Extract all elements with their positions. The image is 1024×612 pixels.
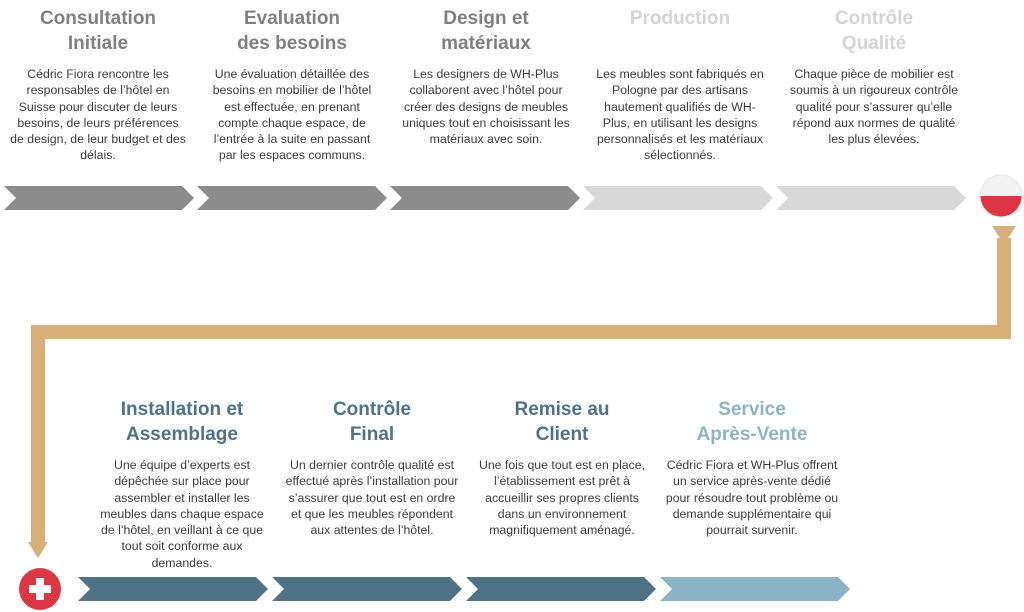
chevron-arrow-4 (660, 577, 850, 601)
bottom-arrow-row (78, 577, 850, 601)
chevron-arrow-3 (390, 186, 580, 210)
step-description: Chaque pièce de mobilier est soumis à un… (789, 67, 959, 147)
step-description: Cédric Fiora rencontre les responsables … (10, 67, 186, 163)
chevron-arrow-4 (583, 186, 773, 210)
chevron-arrow-1 (4, 186, 194, 210)
step-title: Production (629, 8, 731, 29)
connector-arrowhead-down (28, 542, 48, 558)
step-title: Remise au Client (514, 399, 610, 445)
step-title: Service Après-Vente (696, 399, 808, 445)
step-description: Les designers de WH-Plus collaborent ave… (402, 67, 570, 147)
chevron-arrow-2 (197, 186, 387, 210)
top-arrow-row (4, 186, 966, 210)
poland-flag-icon (979, 174, 1023, 218)
chevron-arrow-2 (272, 577, 462, 601)
step-title: Consultation Initiale (39, 8, 157, 54)
step-description: Une équipe d’experts est dépêchée sur pl… (100, 458, 264, 570)
step-title: Installation et Assemblage (120, 399, 244, 445)
chevron-arrow-3 (466, 577, 656, 601)
step-description: Une évaluation détaillée des besoins en … (212, 67, 372, 163)
bottom-step-2: Contrôle Final Un dernier contrôle qualit… (284, 397, 460, 538)
step-title: Evaluation des besoins (237, 8, 347, 54)
chevron-arrow-1 (78, 577, 268, 601)
step-description: Les meubles sont fabriqués en Pologne pa… (596, 67, 764, 163)
swiss-flag-icon (19, 568, 61, 610)
step-title: Design et matériaux (441, 8, 531, 54)
chevron-arrow-5 (776, 186, 966, 210)
connector-arrowhead-down (992, 226, 1016, 244)
connector-path (31, 238, 1011, 546)
step-description: Un dernier contrôle qualité est effectué… (285, 458, 459, 538)
step-title: Contrôle Final (332, 399, 412, 445)
step-title: Contrôle Qualité (834, 8, 914, 54)
step-description: Cédric Fiora et WH-Plus offrent un servi… (665, 458, 839, 538)
step-description: Une fois que tout est en place, l’établi… (478, 458, 646, 538)
